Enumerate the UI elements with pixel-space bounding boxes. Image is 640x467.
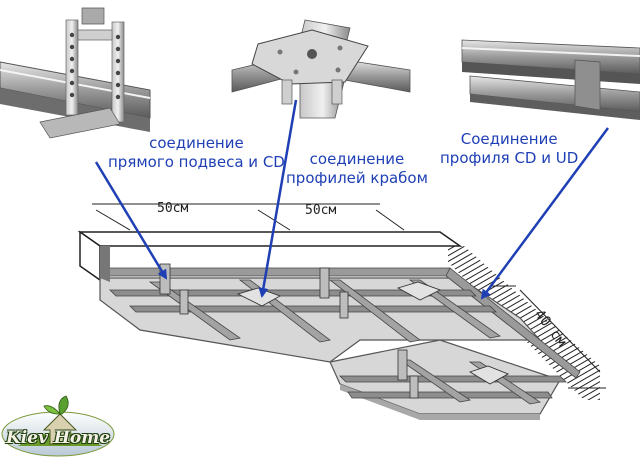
callout-hanger-cd-line1: соединение (149, 134, 244, 152)
callout-crab-line2: профилей крабом (286, 169, 428, 187)
callout-crab-line1: соединение (309, 150, 405, 168)
callout-arrows (94, 99, 610, 300)
dimension-span-right: 50см (305, 203, 336, 218)
arrow-hanger-cd (94, 161, 168, 280)
callout-crab: соединение профилей крабом (286, 150, 428, 188)
photo-crab-connector (230, 0, 411, 120)
photo-cd-ud (460, 0, 640, 120)
ceiling-frame-assembly (77, 203, 606, 420)
callout-hanger-cd-line2: прямого подвеса и CD (108, 153, 285, 171)
callout-hanger-cd: соединение прямого подвеса и CD (108, 134, 285, 172)
house-icon (42, 413, 78, 445)
leaf-icon (58, 395, 69, 415)
dimension-span-left: 50см (157, 201, 188, 216)
photo-hanger-cd (0, 0, 151, 140)
callout-cd-ud: Соединение профиля CD и UD (440, 130, 578, 168)
kiev-home-logo-text: Kiev Home (6, 428, 111, 448)
callout-cd-ud-line2: профиля CD и UD (440, 149, 579, 167)
kiev-home-logo-emblem (1, 395, 115, 457)
callout-cd-ud-line1: Соединение (460, 130, 558, 148)
arrow-crab (258, 99, 298, 298)
arrow-cd-ud (480, 127, 610, 300)
